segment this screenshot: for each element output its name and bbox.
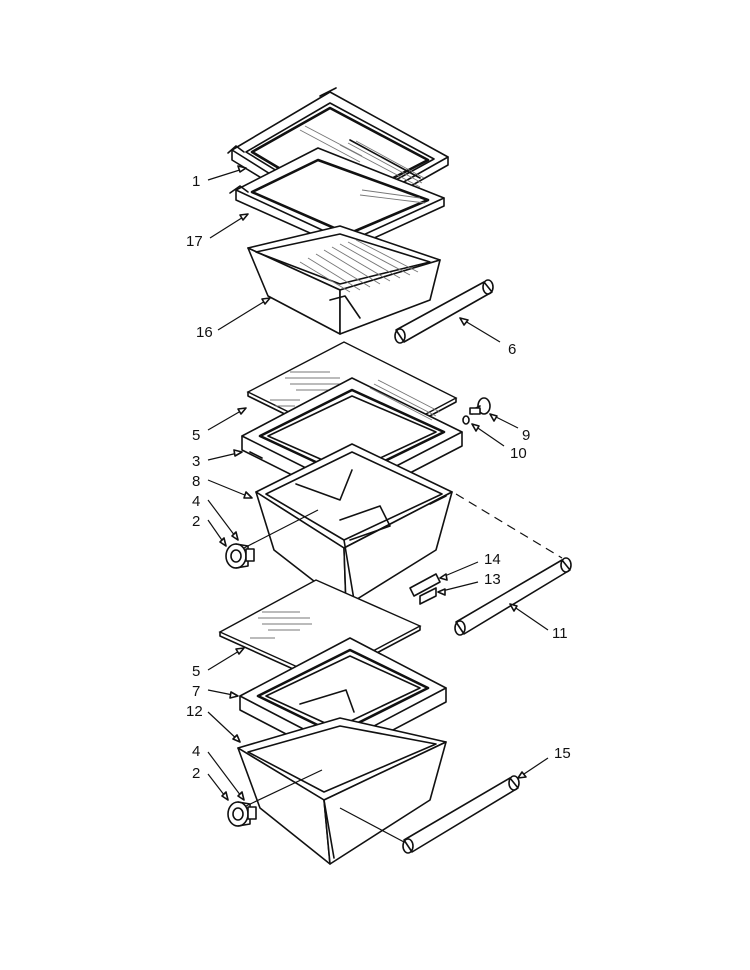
callout-9: 9 bbox=[522, 427, 530, 444]
shelf-frame-part-17 bbox=[229, 147, 445, 251]
callout-15: 15 bbox=[554, 745, 571, 762]
callout-3: 3 bbox=[192, 453, 200, 470]
callout-13: 13 bbox=[484, 571, 501, 588]
crisper-pan-part-16 bbox=[247, 225, 441, 335]
callout-8: 8 bbox=[192, 473, 200, 490]
knob-part-2-lower bbox=[227, 801, 257, 827]
callout-5-lower: 5 bbox=[192, 663, 200, 680]
callout-labels: 1 17 16 6 5 3 8 4 2 9 10 14 13 11 5 7 12… bbox=[186, 173, 571, 782]
callout-14: 14 bbox=[484, 551, 501, 568]
callout-2-lower: 2 bbox=[192, 765, 200, 782]
callout-12: 12 bbox=[186, 703, 203, 720]
clip-part-14 bbox=[409, 573, 441, 597]
rail-part-6 bbox=[394, 279, 494, 344]
screw-part-9 bbox=[469, 397, 491, 415]
rail-part-15 bbox=[339, 775, 520, 854]
callout-6: 6 bbox=[508, 341, 516, 358]
callout-11: 11 bbox=[552, 625, 568, 642]
callout-7: 7 bbox=[192, 683, 200, 700]
rail-part-11 bbox=[454, 493, 572, 636]
clip-part-13 bbox=[419, 587, 437, 605]
callout-10: 10 bbox=[510, 445, 527, 462]
callout-2-upper: 2 bbox=[192, 513, 200, 530]
washer-part-10 bbox=[462, 415, 470, 425]
glass-shelf-part-5-lower bbox=[218, 579, 422, 683]
callout-1: 1 bbox=[192, 173, 200, 190]
crisper-pan-part-8 bbox=[255, 443, 453, 607]
callout-17: 17 bbox=[186, 233, 203, 250]
leader-lines bbox=[207, 165, 549, 807]
crisper-pan-part-12 bbox=[237, 717, 447, 865]
callout-4-upper: 4 bbox=[192, 493, 200, 510]
callout-4-lower: 4 bbox=[192, 743, 200, 760]
callout-16: 16 bbox=[196, 324, 213, 341]
knob-part-2-upper bbox=[225, 543, 255, 569]
callout-5-upper: 5 bbox=[192, 427, 200, 444]
